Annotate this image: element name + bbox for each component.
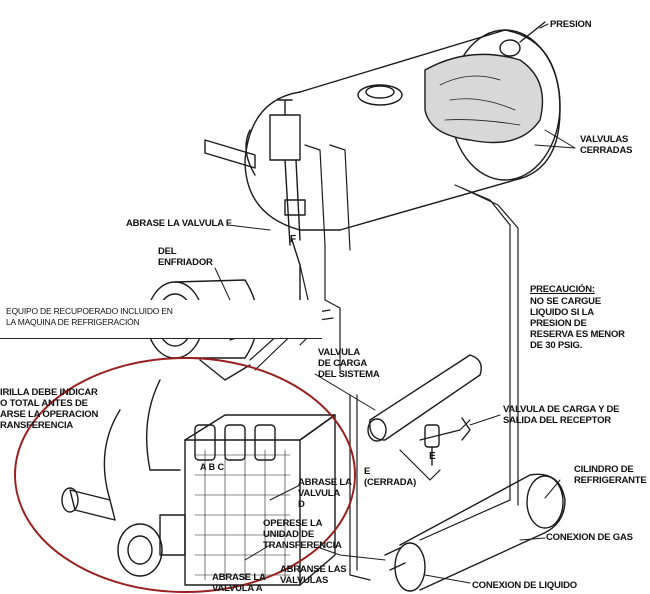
conexion-liquido-label: CONEXION DE LIQUIDO [472, 580, 577, 591]
abrase-valvula-d-label: ABRASE LA VALVULA D [298, 477, 352, 510]
operese-label: OPERESE LA UNIDAD DE TRANSFERENCIA [263, 518, 342, 551]
valve-f-letter: F [290, 234, 296, 245]
precaucion-body: NO SE CARGUE LIQUIDO SI LA PRESION DE RE… [530, 296, 625, 351]
leader-lines [214, 23, 576, 584]
highlight-circle [14, 357, 356, 593]
transfer-unit-valve-letters: A B C [200, 462, 225, 472]
conexion-gas-label: CONEXION DE GAS [546, 532, 633, 543]
refrigerant-cylinder [384, 473, 566, 592]
transfer-unit [61, 359, 336, 586]
abrase-valvula-a-label: ABRASE LA VALVULA A [212, 572, 266, 594]
abrase-valvula-f-label: ABRASE LA VALVULA F [126, 218, 232, 229]
presion-label: PRESION [550, 19, 592, 30]
precaucion-title: PRECAUCIÓN: [530, 284, 595, 295]
receiver-vessel [244, 29, 561, 231]
del-enfriador-label: DEL ENFRIADOR [158, 246, 213, 268]
valve-e-assembly [424, 417, 471, 466]
mirilla-label: IRILLA DEBE INDICAR O TOTAL ANTES DE ARS… [0, 387, 99, 431]
e-cerrada-label: E (CERRADA) [364, 466, 417, 488]
pressure-gauge-icon [499, 21, 546, 57]
recovery-equipment-note: EQUIPO DE RECUPOERADO INCLUIDO EN LA MAQ… [6, 306, 173, 327]
valve-e-letter: E [429, 451, 436, 462]
system-charging-pipe [367, 354, 482, 442]
cilindro-refrigerante-label: CILINDRO DE REFRIGERANTE [574, 464, 647, 486]
abranse-valvulas-label: ABRANSE LAS VALVULAS [280, 564, 347, 586]
valvula-carga-sistema-label: VALVULA DE CARGA DEL SISTEMA [318, 347, 380, 380]
recovery-equipment-callout: EQUIPO DE RECUPOERADO INCLUIDO EN LA MAQ… [0, 300, 322, 339]
valvulas-cerradas-label: VALVULAS CERRADAS [580, 134, 633, 156]
valvula-carga-salida-label: VALVULA DE CARGA Y DE SALIDA DEL RECEPTO… [503, 404, 620, 426]
